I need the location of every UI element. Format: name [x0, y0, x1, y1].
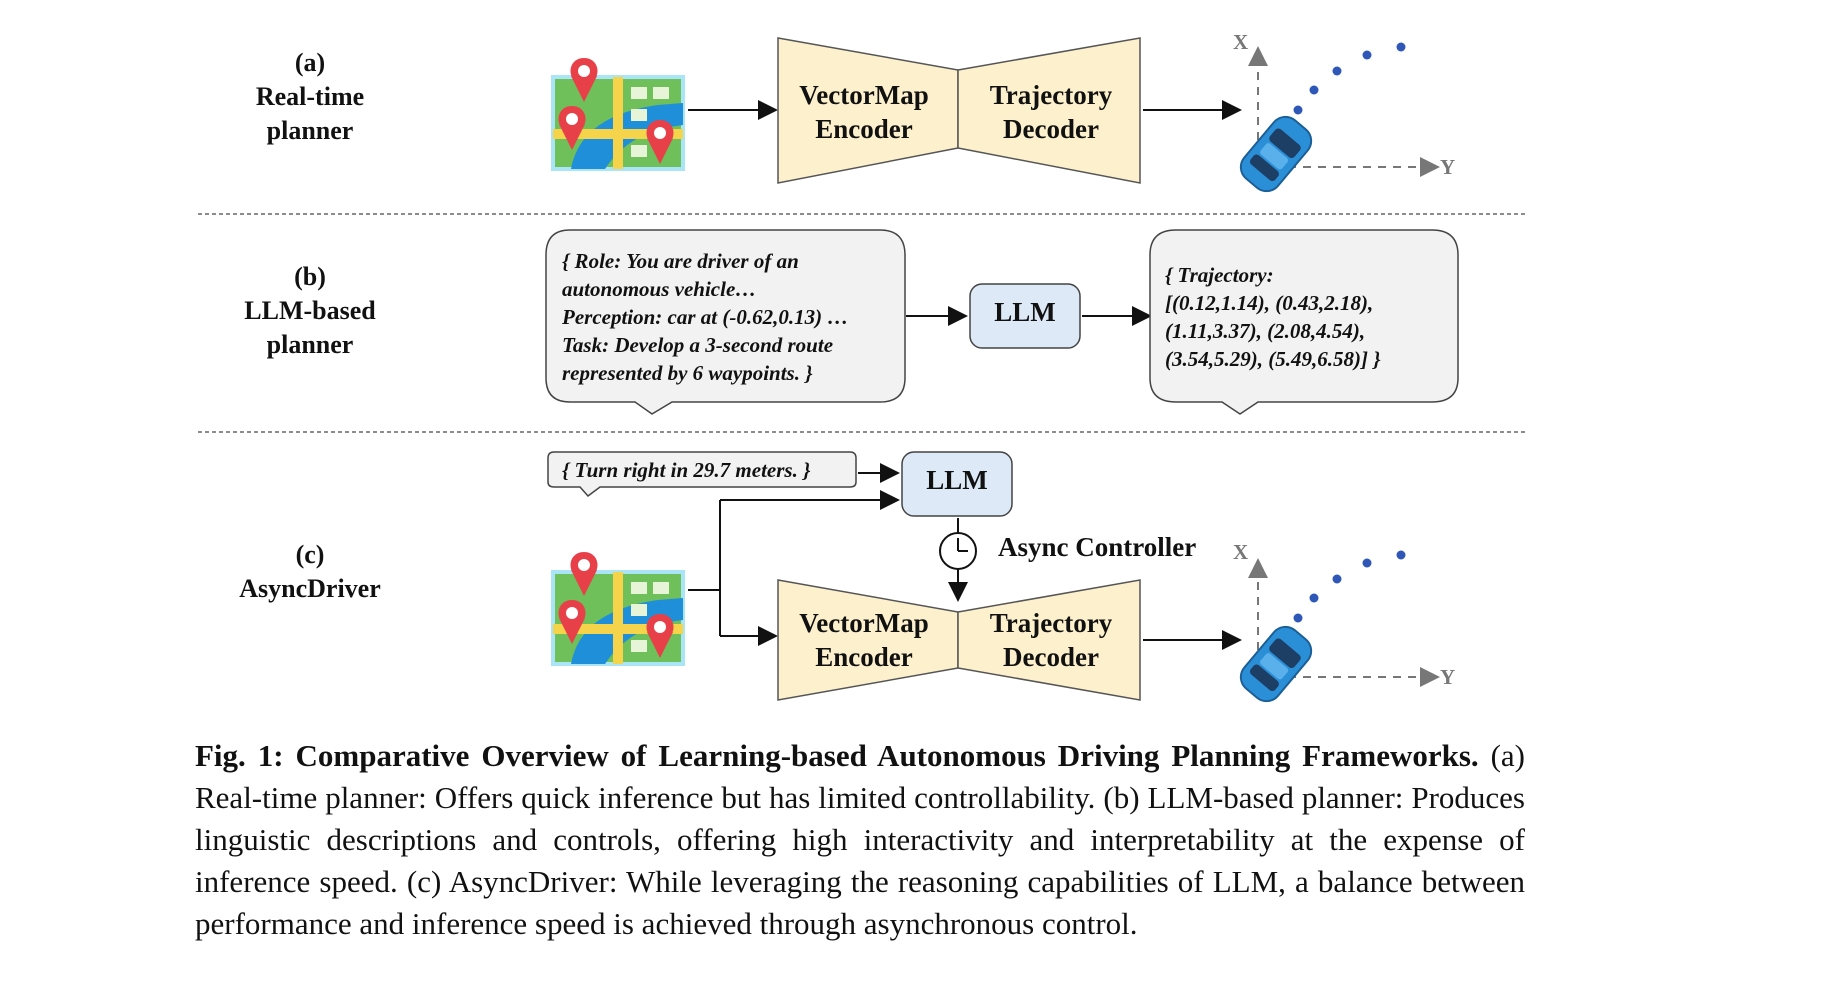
axis-y-label-c: Y: [1440, 665, 1456, 689]
caption-title: Fig. 1: Comparative Overview of Learning…: [195, 738, 1479, 773]
trajectory-bubble: { Trajectory:[(0.12,1.14), (0.43,2.18),(…: [1165, 263, 1381, 371]
axis-x-label-a: X: [1233, 30, 1249, 54]
figure-caption: Fig. 1: Comparative Overview of Learning…: [195, 735, 1525, 945]
figure-graphics: [198, 37, 1525, 709]
axis-x-label-c: X: [1233, 540, 1249, 564]
llm-box-c: LLM: [926, 465, 988, 495]
caption-body: (a) Real-time planner: Offers quick infe…: [195, 738, 1525, 941]
instruction-bubble: { Turn right in 29.7 meters. }: [562, 458, 811, 482]
row-label-c: (c)AsyncDriver: [239, 540, 381, 603]
axis-y-label-a: Y: [1440, 155, 1456, 179]
async-controller-label: Async Controller: [998, 532, 1197, 562]
llm-box-b: LLM: [994, 297, 1056, 327]
